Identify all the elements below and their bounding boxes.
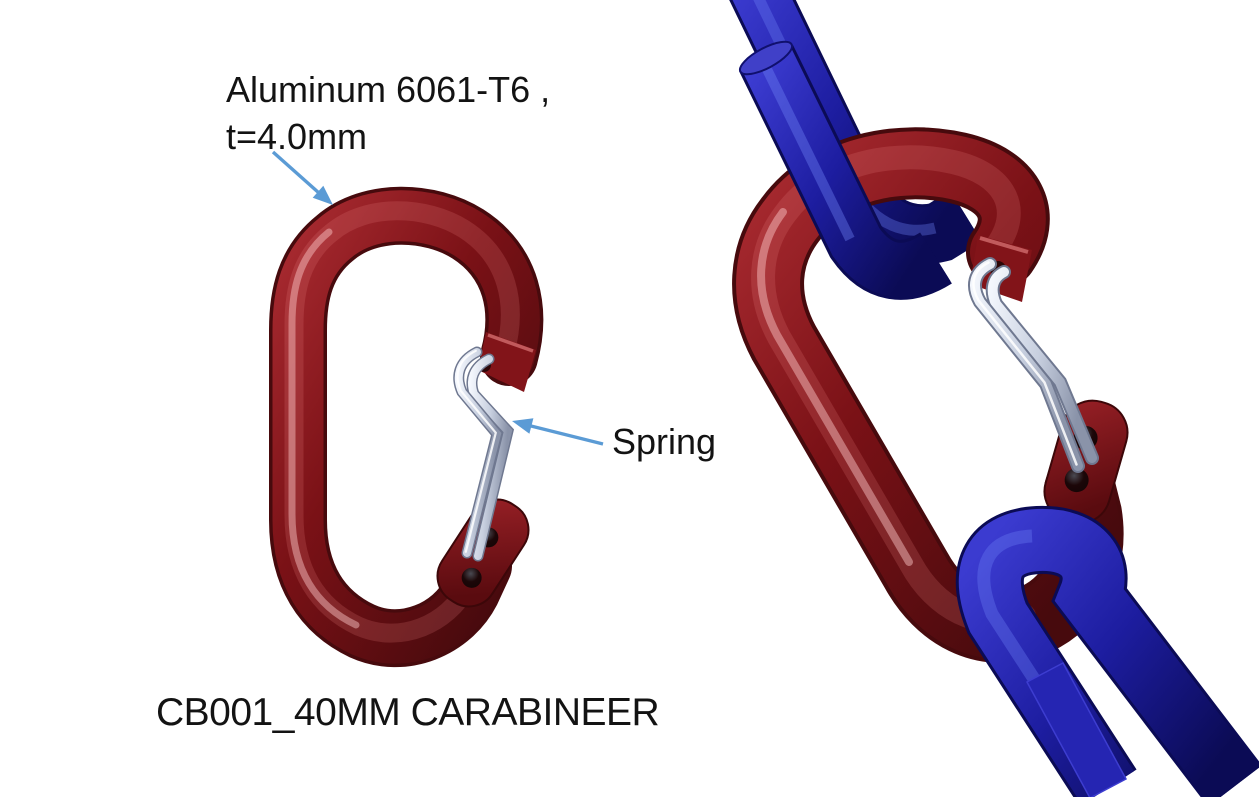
part-caption: CB001_40MM CARABINEER	[156, 691, 660, 734]
spring-annotation: Spring	[612, 421, 717, 462]
material-annotation-line2: t=4.0mm	[226, 116, 368, 157]
leader-arrow-spring	[512, 418, 604, 446]
spring-gate-part	[453, 346, 515, 562]
rope-cut-face	[738, 40, 794, 76]
rope-bottom-loop	[955, 505, 1259, 797]
carabiner-part-view	[269, 186, 544, 668]
carabiner-assembly-view	[729, 0, 1259, 797]
leader-arrow-material	[271, 150, 333, 205]
carabiner-body-assembly	[732, 127, 1124, 663]
rivet-hole	[461, 567, 482, 588]
arrowhead	[512, 418, 534, 434]
arrowhead	[312, 185, 333, 205]
material-annotation: Aluminum 6061-T6 , t=4.0mm	[226, 66, 550, 160]
carabiner-body-part	[269, 186, 544, 668]
rope-top-front-strand	[738, 40, 952, 300]
rivet-hole	[1064, 468, 1089, 493]
material-annotation-line1: Aluminum 6061-T6 ,	[226, 69, 551, 110]
rope-cut-face	[1025, 661, 1128, 797]
spring-gate-assembly	[968, 257, 1099, 473]
